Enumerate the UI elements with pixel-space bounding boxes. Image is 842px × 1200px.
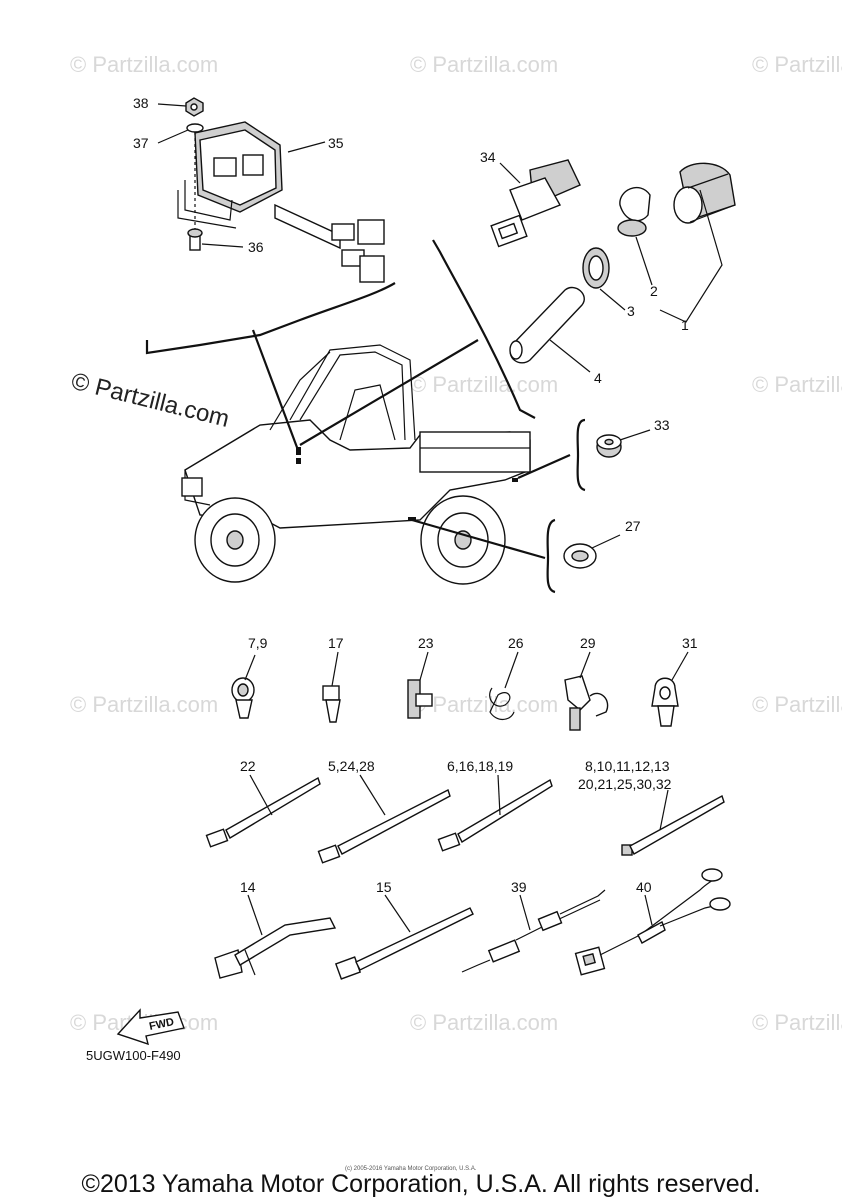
callout: 3 — [627, 303, 635, 319]
callout: 7,9 — [248, 635, 268, 651]
leader-bracket — [145, 282, 396, 355]
callout: 1 — [681, 317, 689, 333]
watermark: © Partzilla.com — [752, 692, 842, 717]
callout: 15 — [376, 879, 392, 895]
watermark: © Partzilla.com — [70, 52, 218, 77]
callout: 4 — [594, 370, 602, 386]
watermark: © Partzilla.com — [410, 372, 558, 397]
callout: 22 — [240, 758, 256, 774]
callout: 29 — [580, 635, 596, 651]
callout: 35 — [328, 135, 344, 151]
watermark: © Partzilla.com — [410, 1010, 558, 1035]
small-copyright: (c) 2005-2016 Yamaha Motor Corporation, … — [345, 1166, 477, 1172]
callout: 20,21,25,30,32 — [578, 776, 672, 792]
callout: 38 — [133, 95, 149, 111]
callout: 39 — [511, 879, 527, 895]
leader-bracket — [432, 239, 536, 419]
fwd-label: FWD — [148, 1016, 175, 1033]
clips-row — [231, 651, 689, 731]
callout: 17 — [328, 635, 344, 651]
callout: 14 — [240, 879, 256, 895]
watermark: © Partzilla.com — [410, 692, 558, 717]
callout: 31 — [682, 635, 698, 651]
cable-ties-row — [205, 774, 725, 864]
callout: 33 — [654, 417, 670, 433]
callout: 27 — [625, 518, 641, 534]
watermarks: © Partzilla.com © Partzilla.com © Partzi… — [69, 52, 842, 1035]
diagram-code: 5UGW100-F490 — [86, 1048, 181, 1063]
callout: 23 — [418, 635, 434, 651]
callout: 37 — [133, 135, 149, 151]
watermark: © Partzilla.com — [752, 372, 842, 397]
vehicle-illustration — [181, 329, 571, 585]
grommets — [546, 418, 651, 594]
callout: 34 — [480, 149, 496, 165]
watermark-large: © Partzilla.com — [69, 368, 232, 433]
switch-assembly — [157, 97, 385, 283]
callout: 40 — [636, 879, 652, 895]
callout: 6,16,18,19 — [447, 758, 513, 774]
callout: 26 — [508, 635, 524, 651]
bottom-parts-row — [214, 868, 731, 980]
callout: 5,24,28 — [328, 758, 375, 774]
callout: 36 — [248, 239, 264, 255]
copyright-footer: ©2013 Yamaha Motor Corporation, U.S.A. A… — [82, 1170, 761, 1198]
watermark: © Partzilla.com — [70, 692, 218, 717]
watermark: © Partzilla.com — [752, 52, 842, 77]
fwd-arrow-icon: FWD — [116, 1008, 185, 1046]
socket-parts — [490, 159, 736, 373]
callout: 2 — [650, 283, 658, 299]
watermark: © Partzilla.com — [410, 52, 558, 77]
watermark: © Partzilla.com — [752, 1010, 842, 1035]
callout-labels: 38 37 35 36 34 2 3 1 4 33 27 7,9 17 23 2… — [133, 95, 698, 895]
callout: 8,10,11,12,13 — [585, 758, 670, 774]
